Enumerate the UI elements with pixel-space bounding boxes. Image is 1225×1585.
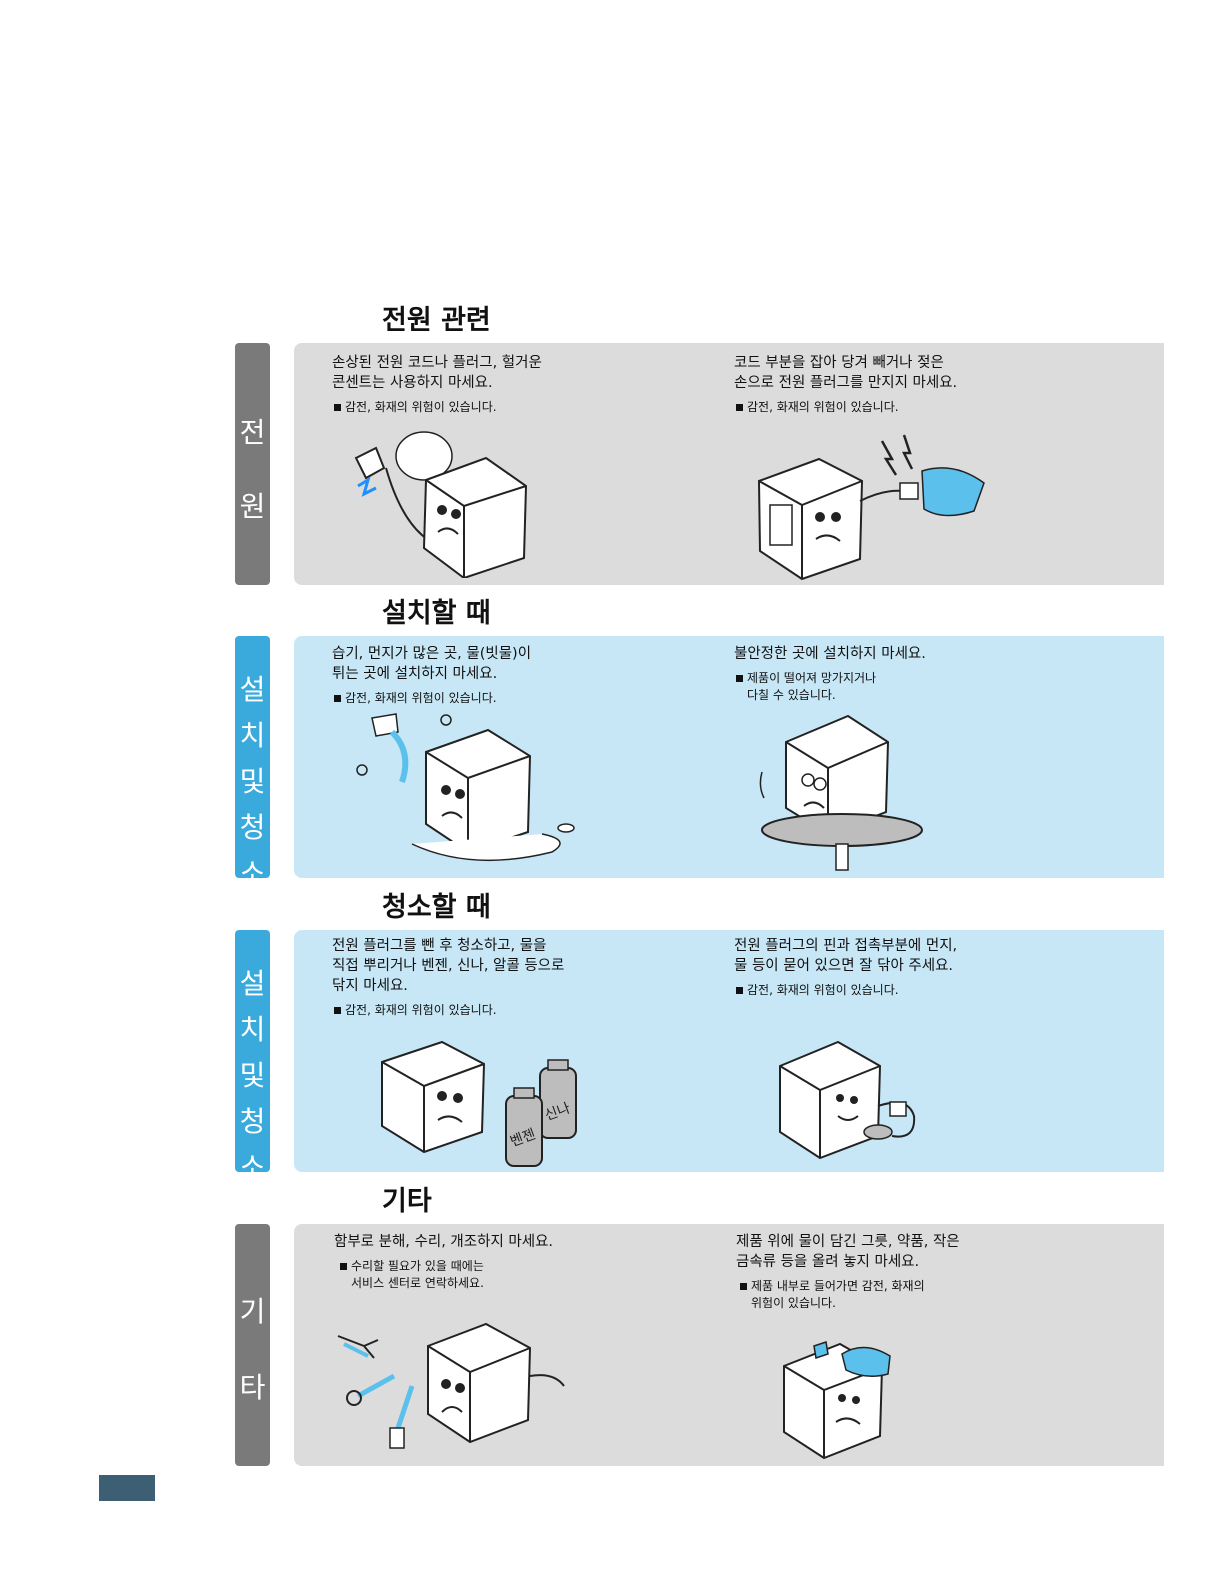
side-tab-char: 치 [239, 719, 266, 752]
item-heading: 불안정한 곳에 설치하지 마세요. [734, 646, 926, 662]
printer-tools-disassembly-illustration [334, 1316, 574, 1456]
item-heading: 코드 부분을 잡아 당겨 빼거나 젖은 손으로 전원 플러그를 만지지 마세요. [734, 355, 958, 391]
page-number-tab [99, 1475, 155, 1501]
printer-unstable-table-illustration [756, 712, 936, 872]
item-note: 감전, 화재의 위험이 있습니다. [334, 399, 542, 416]
bullet-icon [736, 675, 743, 682]
printer-damaged-plug-illustration [346, 428, 546, 578]
side-tab-install-clean: 설 치 및 청 소 [235, 636, 270, 890]
side-tab-char: 설 [239, 673, 266, 706]
bullet-icon [334, 695, 341, 702]
side-tab-char: 치 [239, 1013, 266, 1046]
side-tab-char: 기 [239, 1295, 266, 1328]
panel-power: 손상된 전원 코드나 플러그, 헐거운 콘센트는 사용하지 마세요. 감전, 화… [294, 343, 1164, 585]
side-tab-char: 타 [239, 1371, 266, 1404]
panel-install: 습기, 먼지가 많은 곳, 물(빗물)이 튀는 곳에 설치하지 마세요. 감전,… [294, 636, 1164, 878]
item-heading: 손상된 전원 코드나 플러그, 헐거운 콘센트는 사용하지 마세요. [332, 355, 542, 391]
side-tab-char: 및 [239, 1059, 266, 1092]
section-title-clean: 청소할 때 [382, 892, 491, 923]
printer-wipe-plug-illustration [778, 1036, 928, 1166]
item-no-solvent: 전원 플러그를 뺀 후 청소하고, 물을 직접 뿌리거나 벤젠, 신나, 알콜 … [332, 936, 564, 1019]
bullet-icon [736, 987, 743, 994]
side-tab-char: 청 [239, 1105, 266, 1138]
side-tab-char: 설 [239, 967, 266, 1000]
printer-water-cup-illustration [774, 1336, 914, 1461]
item-note: 제품 내부로 들어가면 감전, 화재의 위험이 있습니다. [740, 1278, 960, 1312]
bullet-icon [740, 1283, 747, 1290]
item-unstable-place: 불안정한 곳에 설치하지 마세요. 제품이 떨어져 망가지거나 다칠 수 있습니… [734, 644, 926, 704]
side-tab-char: 원 [239, 490, 266, 523]
section-title-install: 설치할 때 [382, 598, 491, 629]
item-note: 제품이 떨어져 망가지거나 다칠 수 있습니다. [736, 670, 926, 704]
item-no-disassembly: 함부로 분해, 수리, 개조하지 마세요. 수리할 필요가 있을 때에는 서비스… [334, 1232, 553, 1292]
printer-water-splash-illustration [352, 712, 592, 872]
item-note: 감전, 화재의 위험이 있습니다. [334, 1002, 564, 1019]
side-tab-install-clean-2: 설 치 및 청 소 [235, 930, 270, 1184]
bullet-icon [334, 404, 341, 411]
item-heading: 제품 위에 물이 담긴 그릇, 약품, 작은 금속류 등을 올려 놓지 마세요. [736, 1234, 960, 1270]
side-tab-char: 및 [239, 765, 266, 798]
side-tab-char: 소 [239, 1151, 266, 1184]
side-tab-char: 소 [239, 857, 266, 890]
item-heading: 전원 플러그를 뺀 후 청소하고, 물을 직접 뿌리거나 벤젠, 신나, 알콜 … [332, 938, 565, 994]
item-note: 감전, 화재의 위험이 있습니다. [736, 982, 957, 999]
side-tab-char: 전 [239, 416, 266, 449]
item-no-objects-on-top: 제품 위에 물이 담긴 그릇, 약품, 작은 금속류 등을 올려 놓지 마세요.… [736, 1232, 960, 1312]
item-heading: 습기, 먼지가 많은 곳, 물(빗물)이 튀는 곳에 설치하지 마세요. [332, 646, 532, 682]
item-note: 수리할 필요가 있을 때에는 서비스 센터로 연락하세요. [340, 1258, 553, 1292]
item-damaged-cord: 손상된 전원 코드나 플러그, 헐거운 콘센트는 사용하지 마세요. 감전, 화… [332, 353, 542, 416]
bullet-icon [334, 1007, 341, 1014]
side-tab-char: 청 [239, 811, 266, 844]
item-note: 감전, 화재의 위험이 있습니다. [334, 690, 531, 707]
item-heading: 함부로 분해, 수리, 개조하지 마세요. [334, 1234, 554, 1250]
item-wipe-plug: 전원 플러그의 핀과 접촉부분에 먼지, 물 등이 묻어 있으면 잘 닦아 주세… [734, 936, 957, 999]
side-tab-etc: 기 타 [235, 1224, 270, 1466]
item-pull-cord: 코드 부분을 잡아 당겨 빼거나 젖은 손으로 전원 플러그를 만지지 마세요.… [734, 353, 957, 416]
item-note: 감전, 화재의 위험이 있습니다. [736, 399, 957, 416]
side-tab-power: 전 원 [235, 343, 270, 585]
item-heading: 전원 플러그의 핀과 접촉부분에 먼지, 물 등이 묻어 있으면 잘 닦아 주세… [734, 938, 958, 974]
bullet-icon [340, 1263, 347, 1270]
bullet-icon [736, 404, 743, 411]
item-humid-place: 습기, 먼지가 많은 곳, 물(빗물)이 튀는 곳에 설치하지 마세요. 감전,… [332, 644, 531, 707]
printer-solvent-bottles-illustration: 신나 벤젠 [380, 1038, 590, 1168]
section-title-etc: 기타 [382, 1186, 432, 1217]
section-title-power: 전원 관련 [382, 305, 491, 336]
printer-wet-hand-plug-illustration [754, 431, 994, 581]
panel-etc: 함부로 분해, 수리, 개조하지 마세요. 수리할 필요가 있을 때에는 서비스… [294, 1224, 1164, 1466]
panel-clean: 전원 플러그를 뺀 후 청소하고, 물을 직접 뿌리거나 벤젠, 신나, 알콜 … [294, 930, 1164, 1172]
